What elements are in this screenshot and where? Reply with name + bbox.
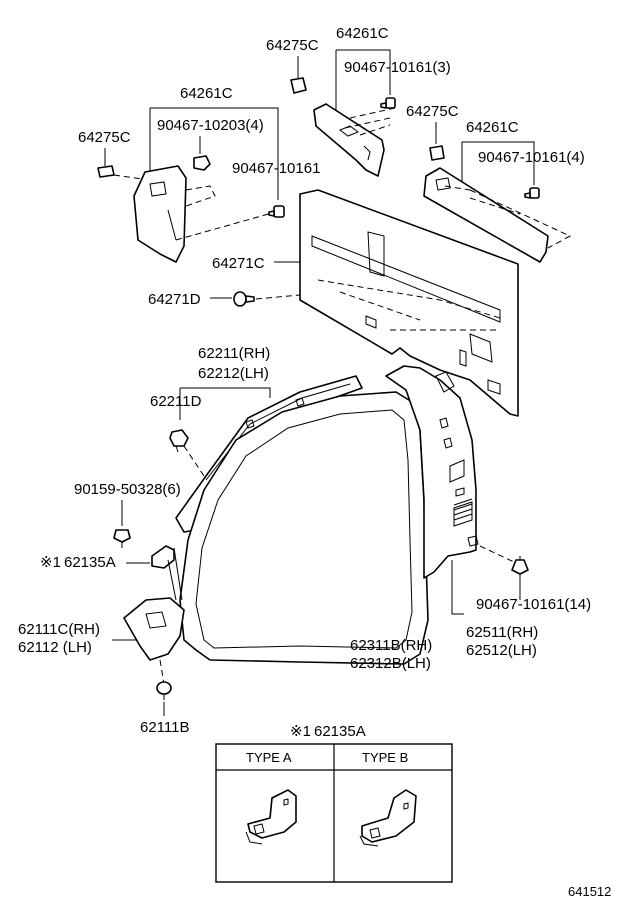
label-62111b: 62111B [140,719,190,736]
label-90467-10161-3: 90467-10161(3) [344,59,451,76]
inset-title: 62135A [314,723,366,740]
floor-panel-group: 62111C(RH) 62112 (LH) 62111B [18,547,190,736]
bracket-62135a [151,545,175,569]
label-90467-10203-4: 90467-10203(4) [157,117,264,134]
label-90467-10161: 90467-10161 [232,160,320,177]
screw-90467-top [380,97,396,109]
label-62111c-rh: 62111C(RH) [18,621,100,638]
label-64271c: 64271C [212,255,265,272]
label-62311b-rh: 62311B(RH) [350,637,432,654]
upper-center-group: 64275C 64261C 90467-10161(3) [266,25,451,177]
screw-90467-10161 [268,205,285,218]
door-trim-group: 62311B(RH) 62312B(LH) [179,391,432,672]
label-62211d: 62211D [150,393,202,410]
label-62512-lh: 62512(LH) [466,642,537,659]
label-62112-lh: 62112 (LH) [18,639,92,656]
bracket-type-b [359,789,417,847]
clip-62111b [156,681,172,700]
clip-64271d [233,291,255,307]
label-64261c-top: 64261C [336,25,389,42]
label-62312b-lh: 62312B(LH) [350,655,431,672]
bolt-bracket-group: 90159-50328(6) ※1 62135A [40,481,181,571]
door-opening-trim [179,391,429,665]
label-62135a-mark: ※1 [40,554,61,571]
label-62511-rh: 62511(RH) [466,624,538,641]
panel-64261c-top [313,103,385,177]
label-62212-lh: 62212(LH) [198,365,269,382]
back-panel-group: 64271C 64271D [148,189,519,417]
label-64275c-right: 64275C [406,103,459,120]
clip-90467-10203 [193,155,211,171]
label-64275c-top: 64275C [266,37,319,54]
panel-64261c-right [423,167,549,263]
label-90159-50328-6: 90159-50328(6) [74,481,181,498]
inset-62135a: ※1 62135A TYPE A TYPE B [215,723,453,883]
inset-type-a-label: TYPE A [246,750,292,765]
inset-mark: ※1 [290,723,311,740]
label-64271d: 64271D [148,291,201,308]
label-64275c-left: 64275C [78,129,131,146]
label-90467-10161-4: 90467-10161(4) [478,149,585,166]
clip-64275c-top [290,77,307,94]
upper-left-group: 64261C 90467-10203(4) 64275C 90467-10161 [78,85,320,263]
bracket-type-a [245,789,297,845]
screw-90467-quarter [511,556,529,575]
clip-64275c-right [429,145,445,161]
label-64261c-left: 64261C [180,85,233,102]
quarter-panel-group: 90467-10161(14) 62511(RH) 62512(LH) [385,365,591,659]
clip-64275c-left [97,165,115,178]
inset-type-b-label: TYPE B [362,750,408,765]
diagram-number: 641512 [568,884,611,899]
label-62211-rh: 62211(RH) [198,345,270,362]
panel-64271c [299,189,519,417]
left-pillar-group: 62211(RH) 62212(LH) 62211D [150,345,363,533]
bolt-90159 [113,529,131,548]
upper-right-group: 64275C 64261C 90467-10161(4) [406,103,585,263]
screw-90467-right [524,187,540,199]
label-62135a: 62135A [64,554,116,571]
floor-panel-62111c [123,597,185,661]
panel-64261c-left [133,165,187,263]
label-90467-10161-14: 90467-10161(14) [476,596,591,613]
label-64261c-right: 64261C [466,119,519,136]
